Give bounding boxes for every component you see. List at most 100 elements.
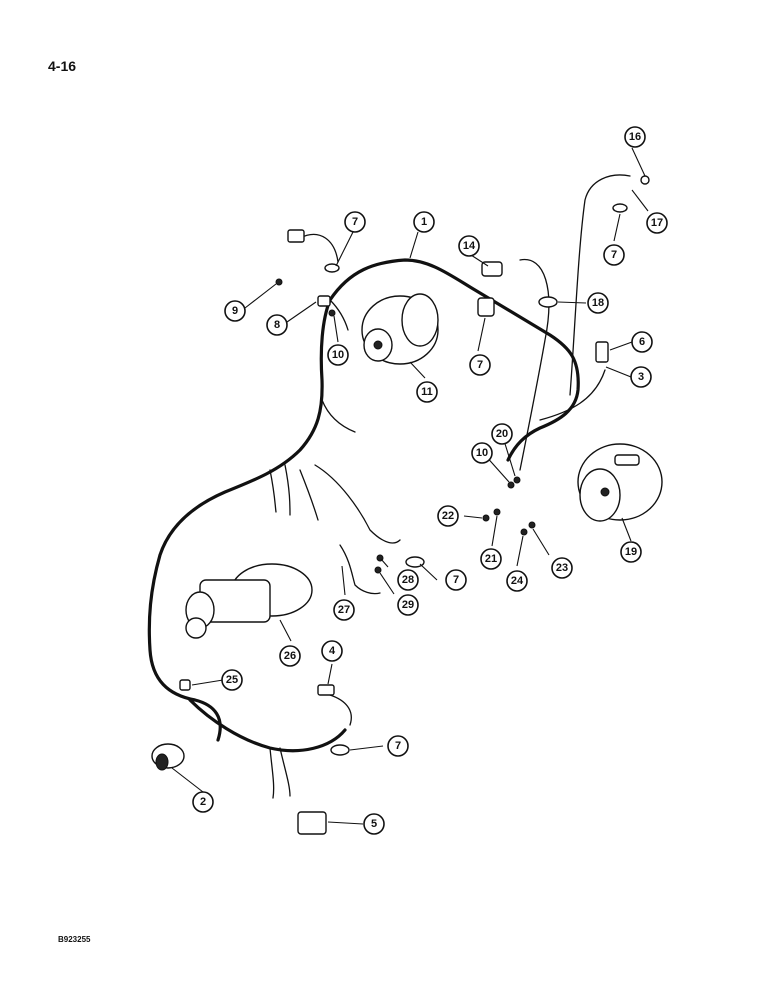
callout-5: 5	[363, 813, 385, 835]
svg-text:5: 5	[371, 818, 377, 830]
callout-23: 23	[551, 557, 573, 579]
sensor-wire-14	[519, 258, 550, 471]
svg-text:1: 1	[421, 216, 427, 228]
ac-compressor	[361, 293, 439, 365]
svg-text:18: 18	[592, 297, 604, 309]
part-5-relay	[297, 811, 327, 835]
part-25-clip	[179, 679, 191, 691]
svg-text:16: 16	[629, 131, 641, 143]
svg-text:10: 10	[476, 447, 488, 459]
callout-29: 29	[397, 594, 419, 616]
part-7-clip-right	[612, 203, 628, 213]
svg-text:3: 3	[638, 371, 644, 383]
top-connector-wire	[299, 233, 339, 263]
branch-wires	[269, 464, 401, 544]
compressor-wire	[321, 399, 356, 433]
callout-25: 25	[221, 669, 243, 691]
svg-text:11: 11	[421, 386, 433, 398]
svg-text:6: 6	[639, 336, 645, 348]
svg-text:7: 7	[352, 216, 358, 228]
callout-28: 28	[397, 569, 419, 591]
part-7-clamp	[477, 297, 495, 317]
part-7-clip-mid	[405, 556, 425, 568]
callout-17: 17	[646, 212, 668, 234]
callout-11: 11	[416, 381, 438, 403]
svg-text:14: 14	[463, 240, 476, 252]
part-9-screw	[275, 278, 283, 286]
svg-text:7: 7	[477, 359, 483, 371]
harness-right-sub	[539, 369, 606, 421]
part-6-connector	[595, 341, 609, 363]
callout-26: 26	[279, 645, 301, 667]
callout-27: 27	[333, 599, 355, 621]
callout-1: 1	[413, 211, 435, 233]
callout-6: 6	[631, 331, 653, 353]
svg-text:23: 23	[556, 562, 568, 574]
callout-10-left: 10	[327, 344, 349, 366]
starter-motor	[185, 563, 313, 639]
svg-text:8: 8	[274, 319, 280, 331]
svg-text:17: 17	[651, 217, 663, 229]
svg-text:27: 27	[338, 604, 350, 616]
ground-wire-27	[339, 544, 381, 595]
svg-text:22: 22	[442, 510, 454, 522]
callout-7-top: 7	[344, 211, 366, 233]
callout-8: 8	[266, 314, 288, 336]
part-21-washer	[493, 508, 501, 516]
callout-4: 4	[321, 640, 343, 662]
svg-text:9: 9	[232, 305, 238, 317]
part-20-nut	[513, 476, 521, 484]
svg-text:29: 29	[402, 599, 414, 611]
svg-text:26: 26	[284, 650, 296, 662]
part-18-tie	[538, 296, 558, 308]
svg-text:7: 7	[453, 574, 459, 586]
callout-9: 9	[224, 300, 246, 322]
svg-text:10: 10	[332, 349, 344, 361]
callout-7-right: 7	[603, 244, 625, 266]
callout-7-mid-upper: 7	[469, 354, 491, 376]
top-left-connector	[287, 229, 305, 243]
part-2-connector	[151, 743, 185, 771]
callout-21: 21	[480, 548, 502, 570]
figure-code: B923255	[58, 935, 91, 944]
part-4-sensor	[317, 684, 335, 696]
svg-text:21: 21	[485, 553, 497, 565]
part-29-nut	[374, 566, 382, 574]
callout-20: 20	[491, 423, 513, 445]
part-10-nut-a	[328, 309, 336, 317]
harness-upper-right	[569, 174, 631, 396]
svg-text:7: 7	[395, 740, 401, 752]
part-8-clip	[317, 295, 331, 307]
clip-wire-8	[329, 299, 349, 331]
callout-18: 18	[587, 292, 609, 314]
svg-text:25: 25	[226, 674, 238, 686]
part-22-nut	[482, 514, 490, 522]
sensor-wire-4	[329, 694, 352, 726]
svg-text:24: 24	[511, 575, 524, 587]
svg-text:7: 7	[611, 249, 617, 261]
callout-14: 14	[458, 235, 480, 257]
svg-text:19: 19	[625, 546, 637, 558]
part-23-washer	[528, 521, 536, 529]
svg-text:4: 4	[329, 645, 336, 657]
part-24-screw	[520, 528, 528, 536]
svg-text:2: 2	[200, 796, 206, 808]
main-harness	[328, 258, 580, 462]
harness-left-branch	[147, 298, 332, 742]
callout-19: 19	[620, 541, 642, 563]
callout-22: 22	[437, 505, 459, 527]
part-7-clip-top	[324, 263, 340, 273]
callout-3: 3	[630, 366, 652, 388]
part-7-clip-bottom	[330, 744, 350, 756]
page-number: 4-16	[48, 58, 77, 74]
callout-10-right: 10	[471, 442, 493, 464]
callout-16: 16	[624, 126, 646, 148]
callout-24: 24	[506, 570, 528, 592]
lower-wires-5	[269, 747, 291, 799]
callout-7-mid: 7	[445, 569, 467, 591]
callout-7-bottom: 7	[387, 735, 409, 757]
svg-text:28: 28	[402, 574, 414, 586]
part-16-terminal	[640, 175, 650, 185]
callout-2: 2	[192, 791, 214, 813]
